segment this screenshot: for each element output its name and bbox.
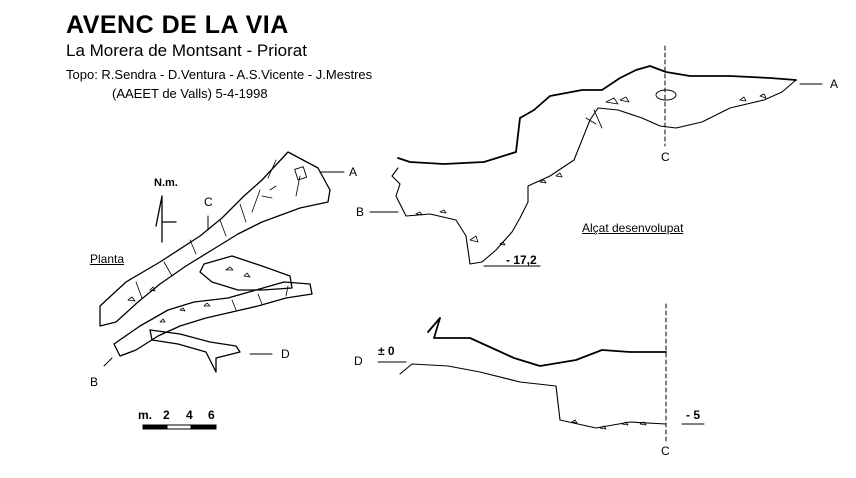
location-subtitle: La Morera de Montsant - Priorat xyxy=(66,41,307,60)
elevation-point-d: D xyxy=(354,354,363,368)
topo-credits: Topo: R.Sendra - D.Ventura - A.S.Vicente… xyxy=(66,67,373,82)
elevation-point-b: B xyxy=(356,205,365,219)
plan-point-a: A xyxy=(349,165,358,179)
plan-point-b: B xyxy=(90,375,99,389)
plan-view-label: Planta xyxy=(90,252,125,266)
scale-unit: m. xyxy=(138,408,153,422)
plan-view xyxy=(99,151,345,430)
elevation-upper xyxy=(369,45,823,267)
scale-bar xyxy=(142,424,217,430)
north-arrow-icon xyxy=(155,195,177,243)
zero-datum-label: ± 0 xyxy=(378,344,395,358)
club-and-date: (AAEET de Valls) 5-4-1998 xyxy=(112,86,268,101)
elevation-lower xyxy=(377,303,705,443)
depth-label-lower: - 5 xyxy=(686,408,701,422)
elevation-lower-ceiling xyxy=(427,317,667,367)
plan-chamber-middle xyxy=(199,255,293,291)
plan-point-d: D xyxy=(281,347,290,361)
plan-gallery-d xyxy=(149,329,241,373)
elevation-point-a: A xyxy=(830,77,839,91)
elevation-point-c-lower: C xyxy=(661,444,670,458)
elevation-point-c-upper: C xyxy=(661,150,670,164)
depth-label-upper: - 17,2 xyxy=(506,253,537,267)
scale-tick-2: 2 xyxy=(163,408,170,422)
plan-gallery-lower-b xyxy=(113,281,313,357)
scale-tick-4: 4 xyxy=(186,408,193,422)
elevation-lower-floor xyxy=(399,363,667,429)
scale-tick-6: 6 xyxy=(208,408,215,422)
elevation-view-label: Alçat desenvolupat xyxy=(582,221,684,235)
plan-point-c: C xyxy=(204,195,213,209)
elevation-upper-ceiling xyxy=(397,65,797,165)
plan-gallery-upper xyxy=(99,151,331,327)
elevation-upper-floor xyxy=(391,79,797,265)
north-label: N.m. xyxy=(154,177,178,189)
page-title: AVENC DE LA VIA xyxy=(66,11,289,39)
